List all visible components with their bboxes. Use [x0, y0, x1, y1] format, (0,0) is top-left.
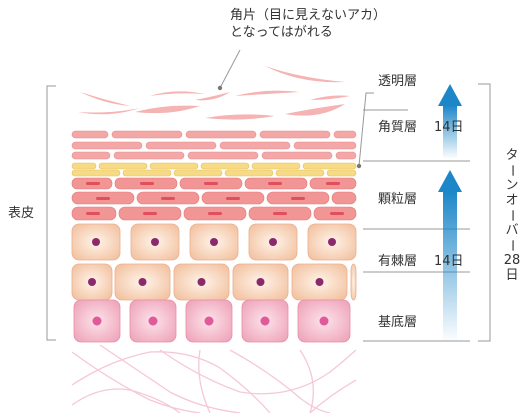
layer-label-basal: 基底層: [378, 315, 418, 330]
layer-label-spinous: 有棘層: [378, 254, 418, 269]
dermis-fibers: [71, 344, 357, 413]
transparent-layer-pointer: [358, 92, 374, 167]
transparent-layer-pointer-dot: [356, 163, 362, 169]
lower-duration-label: 14日: [434, 254, 464, 269]
turnover-char: ン: [505, 178, 519, 193]
callout-pointer: [219, 49, 241, 89]
epidermis-label: 表皮: [8, 206, 35, 221]
turnover-char: ー: [504, 238, 520, 253]
basal-layer-cells: [73, 299, 351, 343]
callout-text-line1: 角片（目に見えないアカ）: [230, 8, 387, 23]
upper-turnover-arrow: [438, 84, 462, 159]
flaking-cells: [78, 66, 350, 120]
lower-turnover-arrow: [438, 170, 462, 343]
upper-duration-label: 14日: [434, 120, 464, 135]
layer-label-granular: 顆粒層: [378, 192, 418, 207]
turnover-char: ー: [504, 163, 520, 178]
layer-label-horny: 角質層: [378, 120, 418, 135]
spinous-layer-cells: [71, 223, 357, 301]
callout-pointer-dot: [217, 85, 223, 91]
epidermis-bracket: [46, 85, 56, 341]
horny-layer-cells: [71, 130, 357, 160]
turnover-char: ー: [504, 208, 520, 223]
transparent-layer-cells: [71, 162, 357, 177]
layer-label-transparent: 透明層: [378, 74, 418, 89]
turnover-char: タ: [505, 148, 519, 163]
turnover-char: オ: [505, 193, 519, 208]
turnover-char: 28: [503, 253, 521, 268]
callout-text-line2: となってはがれる: [230, 25, 333, 40]
turnover-char: バ: [505, 223, 519, 238]
granular-layer-cells: [71, 177, 357, 221]
turnover-char: 日: [505, 268, 519, 283]
turnover-bracket: [478, 83, 491, 342]
